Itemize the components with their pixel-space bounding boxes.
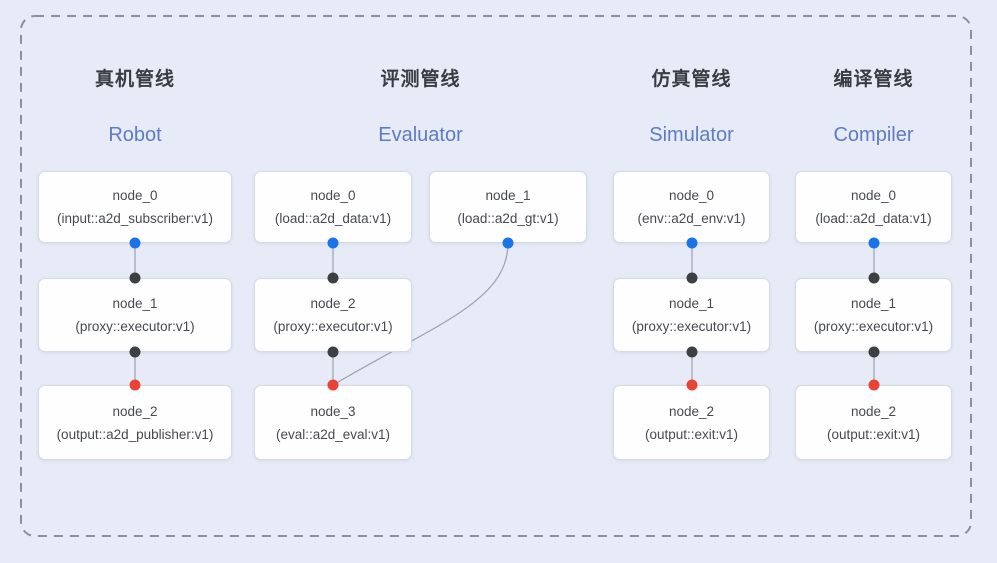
node-title: node_3 [310, 403, 356, 419]
node-title: node_0 [112, 188, 158, 203]
node-title: node_1 [850, 296, 897, 311]
compiler-node2-input-port-icon [868, 379, 880, 391]
robot-node0-output-port-icon [129, 237, 141, 249]
compiler-node1-input-port-icon [868, 272, 880, 284]
node-card-robot-node1: node_1 (proxy::executor:v1) [38, 278, 232, 352]
node-impl: (load::a2d_data:v1) [815, 211, 932, 226]
node-title: node_1 [668, 296, 715, 311]
node-card-compiler-node2: node_2 (output::exit:v1) [795, 385, 952, 460]
simulator-node2-input-port-icon [686, 379, 698, 391]
node-title: node_2 [668, 403, 715, 419]
node-impl: (input::a2d_subscriber:v1) [56, 211, 214, 226]
pipeline-title-zh-compiler: 编译管线 [833, 69, 914, 90]
node-title: node_0 [310, 188, 356, 203]
edge-evaluator-node1-node3-curve [332, 242, 509, 386]
node-card-evaluator-node0: node_0 (load::a2d_data:v1) [254, 171, 412, 243]
evaluator-node0-output-port-icon [327, 237, 339, 249]
pipeline-title-en-compiler: Compiler [833, 124, 914, 146]
node-card-compiler-node1: node_1 (proxy::executor:v1) [795, 278, 952, 352]
node-card-simulator-node2: node_2 (output::exit:v1) [613, 385, 770, 460]
evaluator-node1-output-port-icon [502, 237, 514, 249]
node-title: node_1 [485, 188, 531, 203]
compiler-node0-output-port-icon [868, 237, 880, 249]
simulator-node0-output-port-icon [686, 237, 698, 249]
pipeline-title-en-evaluator: Evaluator [378, 124, 463, 146]
node-card-robot-node2: node_2 (output::a2d_publisher:v1) [38, 385, 232, 460]
node-card-simulator-node0: node_0 (env::a2d_env:v1) [613, 171, 770, 243]
evaluator-node3-input-port-icon [327, 379, 339, 391]
node-impl: (proxy::executor:v1) [813, 319, 934, 334]
pipeline-title-en-robot: Robot [108, 124, 162, 146]
node-impl: (proxy::executor:v1) [75, 319, 195, 334]
pipeline-title-zh-evaluator: 评测管线 [380, 69, 461, 90]
node-impl: (proxy::executor:v1) [631, 319, 752, 334]
robot-node1-input-port-icon [129, 272, 141, 284]
node-card-evaluator-node1: node_1 (load::a2d_gt:v1) [429, 171, 587, 243]
node-impl: (eval::a2d_eval:v1) [275, 426, 391, 442]
robot-node1-output-port-icon [129, 346, 141, 358]
node-title: node_2 [850, 403, 897, 419]
pipeline-title-en-simulator: Simulator [649, 124, 734, 146]
node-impl: (output::a2d_publisher:v1) [56, 426, 214, 442]
pipeline-title-zh-robot: 真机管线 [94, 69, 175, 90]
robot-node2-input-port-icon [129, 379, 141, 391]
evaluator-node2-input-port-icon [327, 272, 339, 284]
node-impl: (load::a2d_data:v1) [274, 211, 392, 226]
simulator-node1-input-port-icon [686, 272, 698, 284]
simulator-node1-output-port-icon [686, 346, 698, 358]
node-card-evaluator-node2: node_2 (proxy::executor:v1) [254, 278, 412, 352]
node-title: node_1 [112, 296, 158, 311]
node-impl: (output::exit:v1) [644, 426, 739, 442]
node-title: node_0 [850, 188, 897, 203]
node-impl: (env::a2d_env:v1) [637, 211, 746, 226]
node-card-robot-node0: node_0 (input::a2d_subscriber:v1) [38, 171, 232, 243]
node-card-simulator-node1: node_1 (proxy::executor:v1) [613, 278, 770, 352]
node-card-evaluator-node3: node_3 (eval::a2d_eval:v1) [254, 385, 412, 460]
dashed-frame [20, 15, 972, 537]
compiler-node1-output-port-icon [868, 346, 880, 358]
node-title: node_2 [112, 403, 158, 419]
evaluator-node2-output-port-icon [327, 346, 339, 358]
node-impl: (load::a2d_gt:v1) [457, 211, 559, 226]
node-impl: (proxy::executor:v1) [273, 319, 393, 334]
node-title: node_0 [668, 188, 715, 203]
node-card-compiler-node0: node_0 (load::a2d_data:v1) [795, 171, 952, 243]
pipeline-title-zh-simulator: 仿真管线 [651, 69, 732, 90]
node-title: node_2 [310, 296, 356, 311]
node-impl: (output::exit:v1) [826, 426, 921, 442]
